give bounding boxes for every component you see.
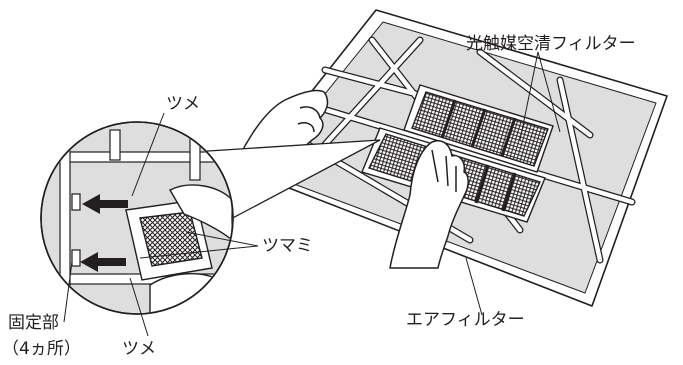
- arrow-left-icon: [80, 252, 126, 272]
- fixing-part-label: 固定部: [8, 313, 59, 333]
- fixing-count-label: （4ヵ所）: [2, 339, 81, 359]
- air-filter-label: エアフィルター: [406, 310, 525, 330]
- tab-label-top: ツメ: [166, 94, 200, 114]
- photocatalyst-filter-upper: [403, 84, 554, 173]
- tab-label-bottom: ツメ: [122, 339, 156, 359]
- leader-lines: [63, 51, 561, 337]
- knob-label: ツマミ: [262, 236, 313, 256]
- photocatalyst-filter-label: 光触媒空清フィルター: [466, 34, 636, 54]
- hand-icon: [389, 140, 469, 269]
- arrow-left-icon: [82, 194, 128, 214]
